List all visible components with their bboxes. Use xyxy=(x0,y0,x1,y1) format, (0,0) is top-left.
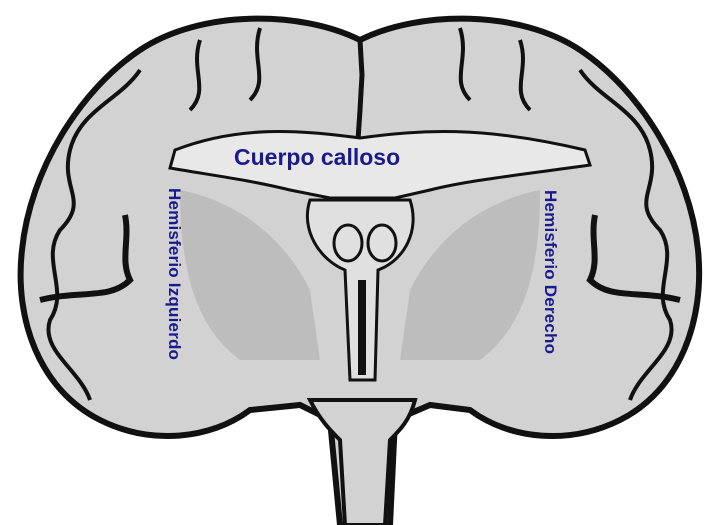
right-hemisphere-label: Hemisferio Derecho xyxy=(541,190,560,355)
corpus-callosum-label: Cuerpo calloso xyxy=(234,144,401,170)
lateral-sulcus-left xyxy=(39,214,134,303)
left-hemisphere-label: Hemisferio Izquierdo xyxy=(165,188,184,361)
brainstem xyxy=(306,398,418,525)
cortex-folds-left xyxy=(46,27,262,401)
thalamus-right xyxy=(366,223,398,263)
lateral-sulcus-right xyxy=(586,214,681,303)
white-matter-left xyxy=(180,190,320,360)
white-matter-right xyxy=(400,190,540,360)
cortex-folds-right xyxy=(458,27,674,401)
longitudinal-fissure xyxy=(355,39,365,141)
corpus-callosum-shape xyxy=(168,129,592,200)
thalamus-left xyxy=(332,223,364,263)
third-ventricle xyxy=(358,280,366,375)
